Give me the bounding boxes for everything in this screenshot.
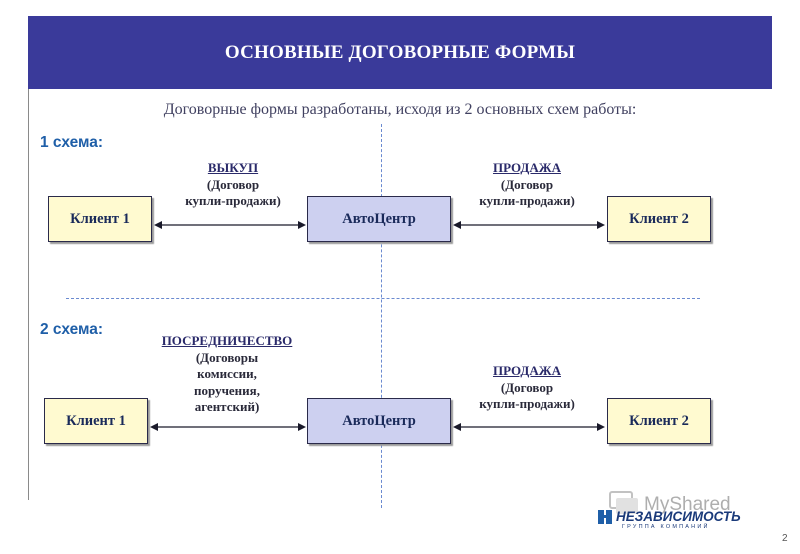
scheme1-right-relation: ПРОДАЖА (Договор купли-продажи) [462, 160, 592, 210]
slide-frame [28, 16, 773, 500]
slide-title: ОСНОВНЫЕ ДОГОВОРНЫЕ ФОРМЫ [224, 42, 576, 63]
scheme2-autocenter-box: АвтоЦентр [307, 398, 451, 444]
scheme2-right-relation-desc: (Договор купли-продажи) [479, 379, 575, 412]
scheme2-left-relation-title: ПОСРЕДНИЧЕСТВО [161, 333, 293, 348]
scheme1-left-relation: ВЫКУП (Договор купли-продажи) [168, 160, 298, 210]
scheme1-left-arrow [154, 220, 306, 230]
scheme1-autocenter-box: АвтоЦентр [307, 196, 451, 242]
scheme1-client1-box: Клиент 1 [48, 196, 152, 242]
scheme2-left-relation-desc: (Договоры комиссии, поручения, агентский… [194, 349, 260, 415]
logo-brand: НЕЗАВИСИМОСТЬ [616, 509, 741, 524]
page-number: 2 [782, 533, 788, 544]
scheme2-left-arrow [150, 422, 306, 432]
watermark-text: MyShared [644, 494, 731, 515]
scheme2-label: 2 схема: [40, 321, 104, 338]
scheme2-left-relation: ПОСРЕДНИЧЕСТВО (Договоры комиссии, поруч… [156, 333, 298, 416]
scheme1-right-arrow [453, 220, 605, 230]
scheme1-left-relation-desc: (Договор купли-продажи) [185, 176, 281, 209]
vertical-divider [381, 124, 382, 508]
company-logo: MyShared НЕЗАВИСИМОСТЬ ГРУППА КОМПАНИЙ [596, 490, 776, 530]
scheme2-client2-box: Клиент 2 [607, 398, 711, 444]
watermark-icon [609, 491, 638, 514]
scheme1-label: 1 схема: [40, 134, 104, 151]
scheme2-right-relation: ПРОДАЖА (Договор купли-продажи) [462, 363, 592, 413]
logo-tagline: ГРУППА КОМПАНИЙ [622, 522, 710, 530]
scheme1-right-relation-title: ПРОДАЖА [492, 160, 561, 175]
scheme1-client2-box: Клиент 2 [607, 196, 711, 242]
scheme2-right-relation-title: ПРОДАЖА [492, 363, 561, 378]
intro-text: Договорные формы разработаны, исходя из … [163, 101, 637, 118]
scheme1-left-relation-title: ВЫКУП [207, 160, 259, 175]
header-band [28, 16, 772, 89]
logo-mark-icon [598, 510, 612, 524]
scheme2-client1-box: Клиент 1 [44, 398, 148, 444]
scheme2-right-arrow [453, 422, 605, 432]
horizontal-divider [66, 298, 700, 299]
scheme1-right-relation-desc: (Договор купли-продажи) [479, 176, 575, 209]
